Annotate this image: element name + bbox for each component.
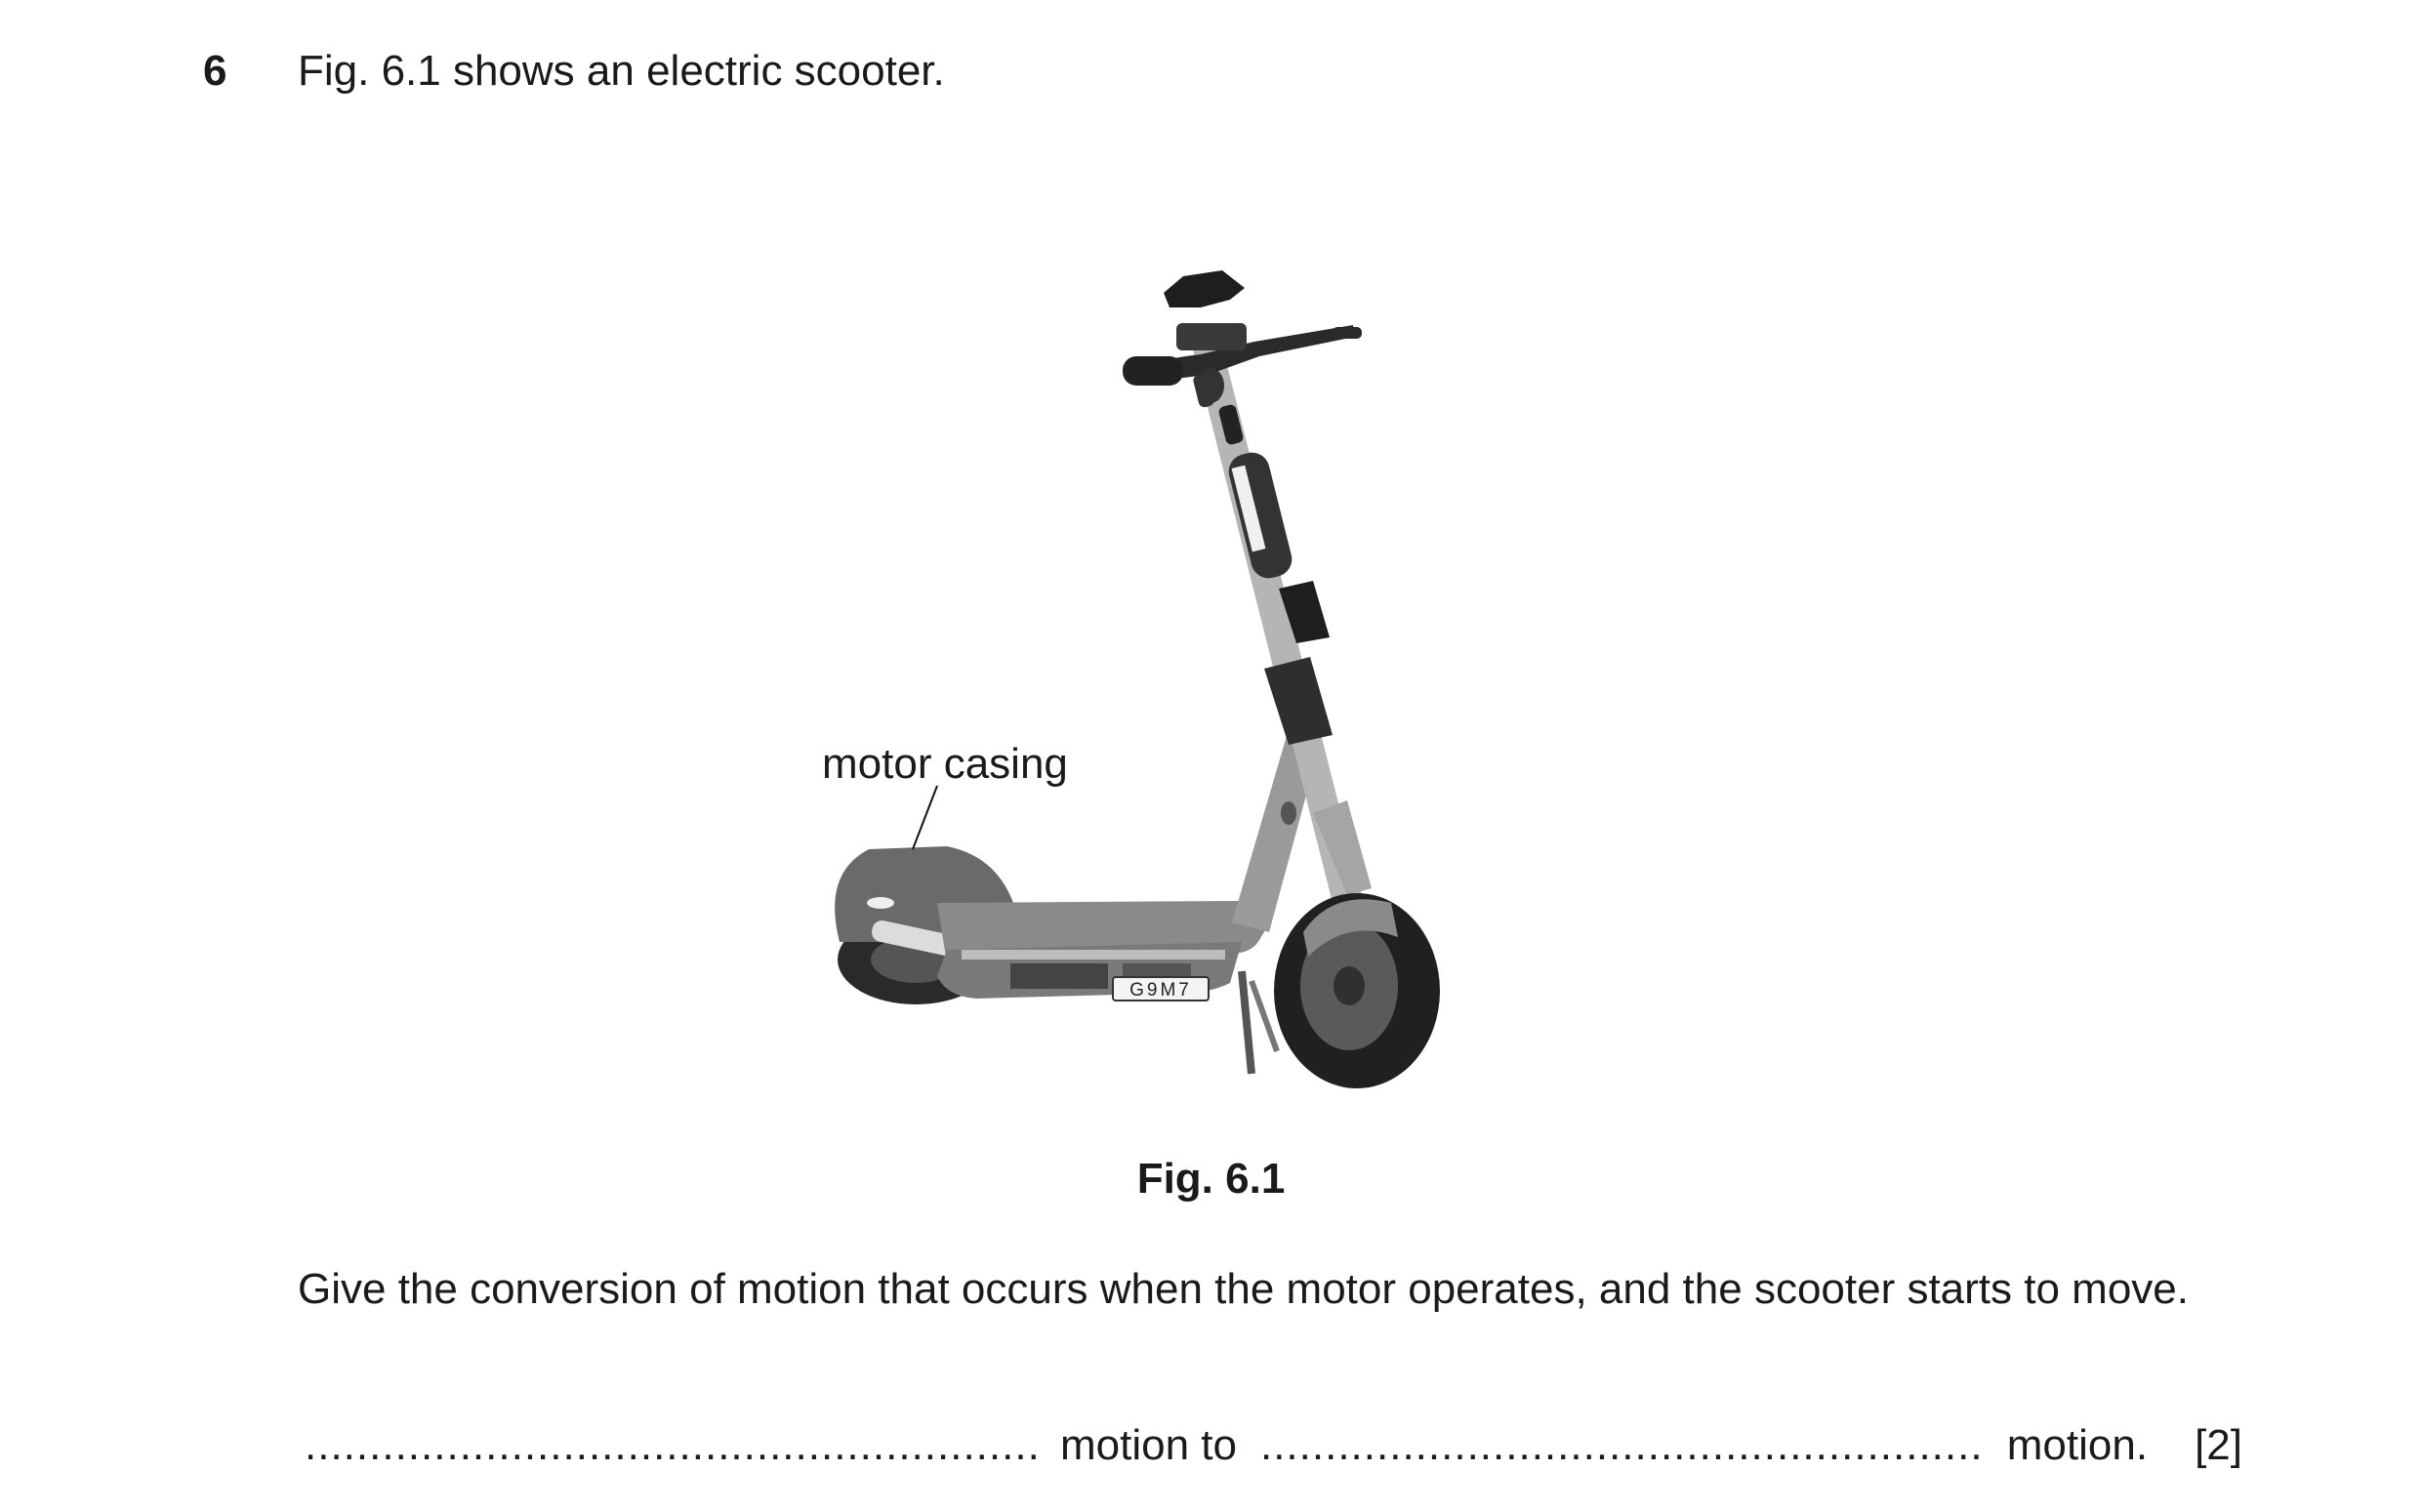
marks-indicator: [2] [2195, 1421, 2242, 1469]
answer-mid-text: motion to [1060, 1421, 1237, 1469]
plate [1112, 976, 1210, 1001]
handlebar [1123, 270, 1362, 403]
motor-casing-label: motor casing [822, 740, 1068, 788]
answer-field-2[interactable]: ........................................… [1259, 1421, 1984, 1469]
figure-caption: Fig. 6.1 [1136, 1155, 1286, 1203]
answer-field-1[interactable]: ........................................… [305, 1421, 1037, 1469]
scooter-figure: G9M7 [800, 161, 1630, 1098]
scooter-stem [1191, 339, 1362, 932]
leader-line [912, 785, 938, 850]
question-number: 6 [203, 47, 227, 95]
scooter-deck [937, 901, 1271, 999]
question-intro: Fig. 6.1 shows an electric scooter. [298, 47, 945, 95]
front-wheel [1274, 800, 1440, 1088]
question-prompt: Give the conversion of motion that occur… [298, 1265, 2189, 1313]
answer-end-text: motion. [2006, 1421, 2149, 1469]
answer-line: ........................................… [305, 1421, 2242, 1470]
plate-label: G9M7 [1129, 980, 1192, 1001]
kickstand [1238, 970, 1255, 1075]
